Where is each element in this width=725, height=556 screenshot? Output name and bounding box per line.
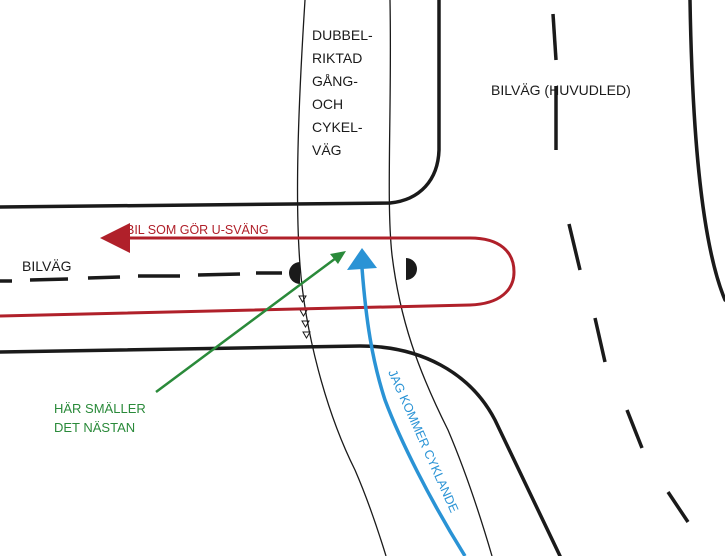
- near-miss-label-line: HÄR SMÄLLER: [54, 401, 146, 416]
- cycle-path-label: DUBBEL- RIKTAD GÅNG- OCH CYKEL- VÄG: [312, 27, 373, 158]
- cyclist-path: [360, 267, 467, 556]
- cycle-path-label-line: DUBBEL-: [312, 27, 373, 43]
- cycle-path-label-line: OCH: [312, 96, 343, 112]
- u-turn-path: [0, 223, 516, 318]
- cycle-path-label-line: VÄG: [312, 142, 342, 158]
- side-road-label: BILVÄG: [22, 258, 72, 274]
- main-road-center-line: [551, 13, 690, 523]
- near-miss-arrowhead: [330, 251, 346, 264]
- cyclist-label: JAG KOMMER CYKLANDE: [385, 368, 461, 515]
- cycle-path-label-line: GÅNG-: [312, 73, 358, 89]
- stop-marker-left: [289, 262, 300, 284]
- cyclist-arrowhead: [347, 248, 377, 270]
- near-miss-arrow: [155, 256, 337, 394]
- side-road-bottom-edge: [0, 344, 562, 556]
- stop-marker-right: [406, 258, 417, 280]
- main-road-right-edge: [688, 0, 725, 302]
- side-road-top-edge: [0, 0, 441, 209]
- u-turn-label: BIL SOM GÖR U-SVÄNG: [126, 223, 269, 237]
- cycle-path-label-line: RIKTAD: [312, 50, 362, 66]
- side-road-center-line: [0, 271, 282, 283]
- main-road-label: BILVÄG (HUVUDLED): [491, 82, 631, 98]
- near-miss-label-line: DET NÄSTAN: [54, 420, 135, 435]
- cycle-path-right-line: [388, 0, 493, 556]
- cycle-path-left-line: [296, 0, 387, 556]
- cycle-path-label-line: CYKEL-: [312, 119, 363, 135]
- near-miss-label: HÄR SMÄLLER DET NÄSTAN: [54, 401, 146, 435]
